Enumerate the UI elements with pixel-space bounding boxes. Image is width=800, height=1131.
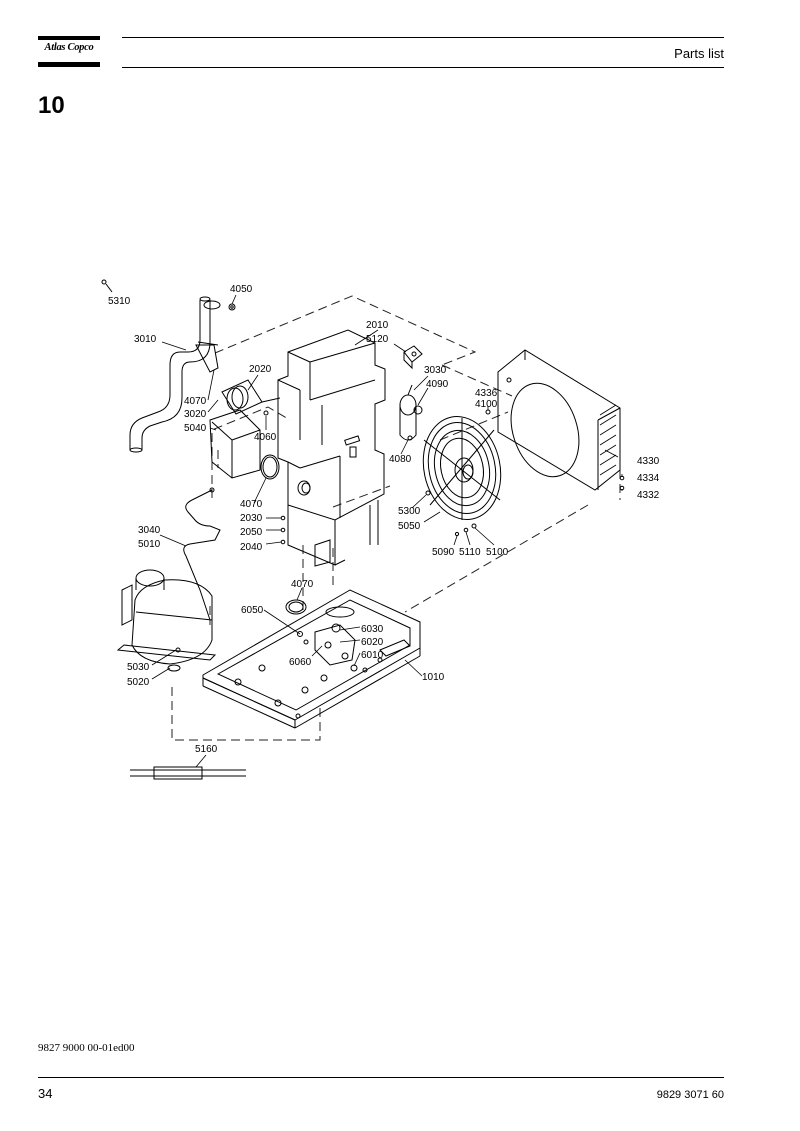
part-5040-valve-block	[209, 409, 261, 479]
callout-5300: 5300	[398, 506, 421, 517]
callout-6030: 6030	[361, 624, 384, 635]
section-number: 10	[38, 92, 65, 119]
callout-5010: 5010	[138, 539, 161, 550]
callout-2010: 2010	[366, 320, 389, 331]
callout-4080: 4080	[389, 454, 412, 465]
callout-4334: 4334	[637, 473, 660, 484]
part-5030-compressor	[116, 569, 217, 672]
callout-4336: 4336	[475, 388, 498, 399]
callout-5310: 5310	[108, 296, 131, 307]
callout-5120: 5120	[366, 334, 389, 345]
callout-5020: 5020	[127, 677, 150, 688]
callout-4070-upper: 4070	[184, 396, 207, 407]
part-5120-sensor	[403, 345, 423, 370]
part-5300-screw	[425, 490, 431, 496]
part-6020-valve	[297, 606, 358, 672]
part-2030-2050-2040-fasteners	[280, 515, 286, 545]
part-3010-pipe	[129, 296, 221, 453]
callout-4060: 4060	[254, 432, 277, 443]
part-4100-screw	[485, 409, 491, 415]
callout-2050: 2050	[240, 527, 263, 538]
callout-4100: 4100	[475, 399, 498, 410]
callout-2030: 2030	[240, 513, 263, 524]
part-1010-base-frame	[202, 589, 421, 729]
header-rule-bottom	[122, 67, 724, 68]
part-4060-screw	[263, 410, 269, 416]
callout-4070-middle: 4070	[240, 499, 263, 510]
document-code: 9827 9000 00-01ed00	[38, 1042, 135, 1054]
part-4050-fitting	[228, 303, 236, 311]
part-2010-housing	[277, 329, 386, 567]
part-5160-rod	[130, 766, 246, 780]
part-4070-ring-lower	[285, 599, 307, 615]
part-2020-coil	[221, 379, 281, 415]
header-title: Parts list	[674, 46, 724, 61]
callout-4070-lower: 4070	[291, 579, 314, 590]
assembly-dashed-lines	[171, 295, 621, 741]
part-5310-screw	[101, 279, 113, 293]
callout-5110: 5110	[459, 547, 481, 558]
callout-labels: 5310 4050 2010 5120 3010 2020 3030 4090 …	[108, 284, 660, 755]
callout-5040: 5040	[184, 423, 207, 434]
page-number: 34	[38, 1086, 53, 1101]
part-5090-5110-5100-hardware	[454, 523, 477, 537]
atlas-copco-logo: Atlas Copco	[38, 36, 100, 67]
part-4330-condenser	[497, 349, 621, 491]
callout-2040: 2040	[240, 542, 263, 553]
callout-5090: 5090	[432, 547, 455, 558]
callout-6060: 6060	[289, 657, 312, 668]
logo-text: Atlas Copco	[44, 42, 94, 53]
callout-leader-lines	[151, 294, 623, 768]
header-rule-top	[122, 37, 724, 38]
callout-6050: 6050	[241, 605, 264, 616]
callout-5160: 5160	[195, 744, 218, 755]
part-3030-filter	[399, 384, 423, 441]
callout-6010: 6010	[361, 650, 384, 661]
callout-4090: 4090	[426, 379, 449, 390]
callout-4330: 4330	[637, 456, 660, 467]
part-4334-4332-fasteners	[619, 475, 625, 491]
callout-3040: 3040	[138, 525, 161, 536]
part-list-code: 9829 3071 60	[656, 1089, 724, 1101]
callout-4332: 4332	[637, 490, 660, 501]
callout-1010: 1010	[422, 672, 445, 683]
callout-6020: 6020	[361, 637, 384, 648]
callout-2020: 2020	[249, 364, 272, 375]
callout-5050: 5050	[398, 521, 421, 532]
part-4070-oring	[260, 454, 280, 480]
callout-3030: 3030	[424, 365, 447, 376]
part-5050-fan	[422, 416, 502, 520]
callout-5030: 5030	[127, 662, 150, 673]
part-3040-tube	[183, 487, 221, 621]
callout-4050: 4050	[230, 284, 253, 295]
callout-3020: 3020	[184, 409, 207, 420]
callout-3010: 3010	[134, 334, 157, 345]
footer-rule	[38, 1077, 724, 1078]
callout-5100: 5100	[486, 547, 509, 558]
frame-studs	[234, 657, 383, 719]
